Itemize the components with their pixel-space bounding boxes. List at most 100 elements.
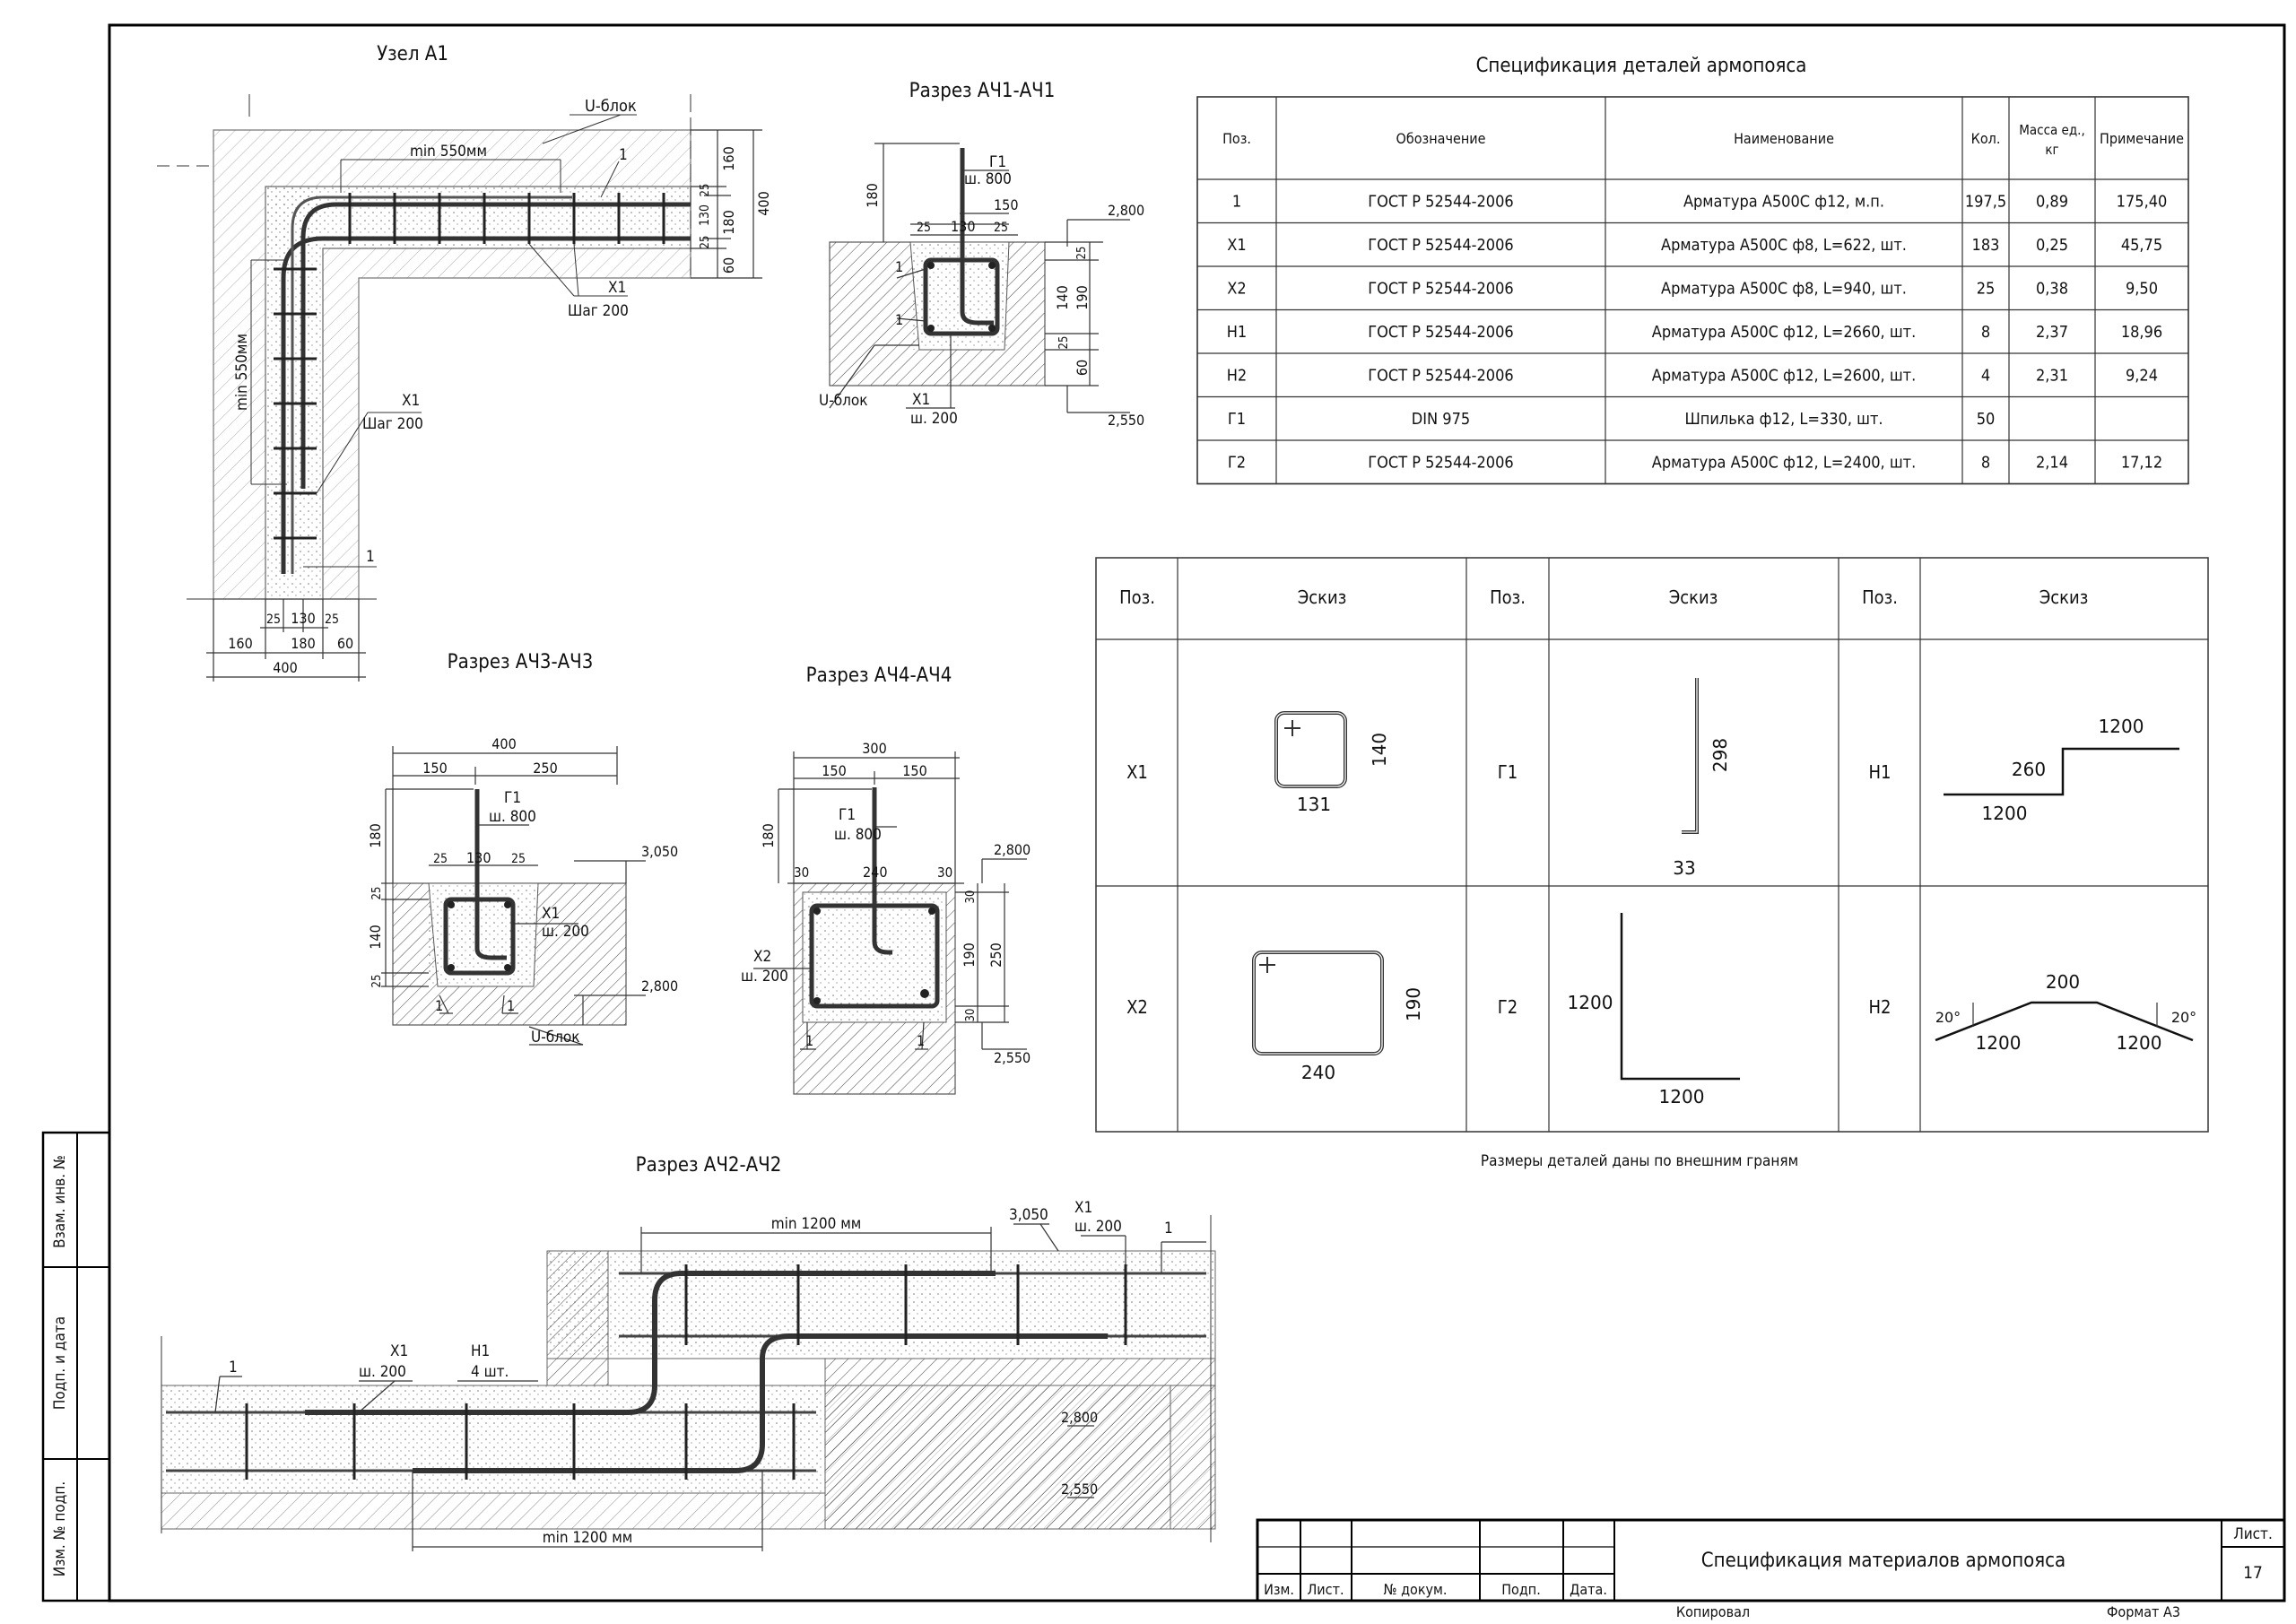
bdim-400: 400 [273,659,297,676]
dim-min550-h: min 550мм [410,143,487,161]
title-node-a1: Узел А1 [377,43,448,65]
bdim-160: 160 [228,635,252,652]
s3-v140: 140 [367,925,384,949]
spec-h-qty: Кол. [1971,130,2001,147]
s1-d25a: 25 [917,221,931,235]
s4-d150b: 150 [902,762,926,779]
s4-g1step: ш. 800 [834,826,882,844]
stamp-col-sign: Подп. [1501,1581,1541,1598]
bdim-25-a: 25 [266,612,281,627]
sk-h1-mid: 260 [2012,759,2046,780]
s3-d25b: 25 [511,852,526,866]
section-ach2: Разрез АЧ2-АЧ2 [161,1154,1216,1551]
s1-v25b: 25 [1057,336,1071,350]
sketch-h2: 200 1200 1200 20° 20° [1935,971,2196,1054]
s2-lvl2550: 2,550 [1061,1481,1098,1498]
s1-d180: 180 [864,183,881,207]
sk-h-pos3: Поз. [1862,586,1898,608]
spec-cell: 9,50 [2126,279,2158,298]
sk-h-pos1: Поз. [1119,586,1155,608]
s2-x1top: Х1 [1074,1199,1092,1217]
sk-h2-left: 1200 [1976,1032,2022,1054]
title-section-ach1: Разрез АЧ1-АЧ1 [909,80,1056,102]
side-label-inv: Изм. № подп. [51,1481,69,1576]
title-block: Изм. Лист. № докум. Подп. Дата. Специфик… [1256,1518,2286,1620]
s1-g1step: ш. 800 [964,170,1012,188]
s3-d150: 150 [422,760,447,777]
sk-x1-h: 140 [1369,733,1390,767]
side-label-replace: Взам. инв. № [51,1155,69,1248]
s1-ublock: U-блок [819,392,868,410]
spec-cell: Арматура А500С ф8, L=622, шт. [1661,236,1907,255]
s4-d300: 300 [862,740,886,757]
dim-60: 60 [720,257,737,274]
spec-h-pos: Поз. [1222,130,1251,147]
s1-x1: Х1 [912,391,930,409]
spec-cell: Арматура А500С ф12, м.п. [1683,192,1884,211]
sk-h-sketch3: Эскиз [2039,586,2089,608]
s2-one-top: 1 [1164,1220,1173,1238]
s1-g1: Г1 [989,153,1006,171]
sk-h2-right: 1200 [2117,1032,2162,1054]
s2-h1: Н1 [471,1342,490,1360]
dim-160: 160 [720,146,737,170]
s2-x1topstep: ш. 200 [1074,1218,1122,1236]
spec-cell: ГОСТ Р 52544-2006 [1368,192,1513,211]
stamp-title: Спецификация материалов армопояса [1701,1550,2066,1572]
s3-g1: Г1 [504,789,521,807]
s4-d180: 180 [760,823,777,847]
s4-d30a: 30 [794,864,809,881]
sheet-frame [108,23,2286,1602]
dim-25-b: 25 [699,236,712,249]
s1-d130: 130 [951,218,975,235]
stamp-sheet-label: Лист. [2233,1525,2273,1543]
s4-v30b: 30 [964,1009,978,1022]
s3-d180: 180 [367,823,384,847]
s2-x1: Х1 [390,1342,408,1360]
spec-cell: 1 [1232,192,1241,211]
s2-one-left: 1 [229,1359,238,1376]
s3-one-b: 1 [507,997,515,1014]
side-stamp: Взам. инв. № Подп. и дата Изм. № подп. [41,1131,111,1602]
sk-pos-x1: Х1 [1126,761,1148,783]
s1-one-b: 1 [895,311,903,328]
side-label-sign: Подп. и дата [51,1316,69,1410]
sk-pos-g2: Г2 [1498,996,1518,1018]
spec-cell: 0,89 [2036,192,2068,211]
spec-cell: 50 [1977,410,1996,429]
s3-lvl-top: 3,050 [641,843,678,860]
sk-h1-bot: 1200 [1982,803,2028,824]
dim-130: 130 [698,204,712,226]
s1-v140: 140 [1054,285,1071,309]
s1-d25b: 25 [994,221,1008,235]
spec-cell: 0,25 [2036,236,2068,255]
dim-400: 400 [755,191,772,215]
stamp-col-list: Лист. [1307,1581,1344,1598]
dim-min550-v: min 550мм [233,334,251,411]
stamp-col-izm: Изм. [1264,1581,1294,1598]
spec-cell: ГОСТ Р 52544-2006 [1368,453,1513,472]
spec-h-mass: Масса ед.,кг [2019,122,2085,158]
spec-cell: ГОСТ Р 52544-2006 [1368,323,1513,342]
spec-h-code: Обозначение [1396,130,1486,147]
spec-cell: 0,38 [2036,279,2068,298]
spec-title: Спецификация деталей армопояса [1476,55,1807,77]
spec-cell: ГОСТ Р 52544-2006 [1368,366,1513,385]
sketch-note: Размеры деталей даны по внешним граням [1481,1152,1798,1170]
s4-d30b: 30 [937,864,952,881]
spec-h-note: Примечание [2100,130,2184,147]
spec-cell: Арматура А500С ф12, L=2600, шт. [1652,366,1916,385]
section-ach3: Разрез АЧ3-АЧ3 [367,651,678,1046]
stamp-format: Формат А3 [2107,1603,2180,1620]
sk-g1-h: 298 [1709,738,1731,772]
sk-h-pos2: Поз. [1490,586,1526,608]
s4-x2step: ш. 200 [741,968,788,986]
label-rebar1-b: 1 [366,548,375,566]
s3-lvl-bot: 2,800 [641,977,678,994]
s2-min1200bot: min 1200 мм [543,1529,633,1547]
label-step-a: Шаг 200 [568,302,629,320]
s4-one-b: 1 [917,1032,925,1049]
s1-v190: 190 [1074,285,1091,309]
